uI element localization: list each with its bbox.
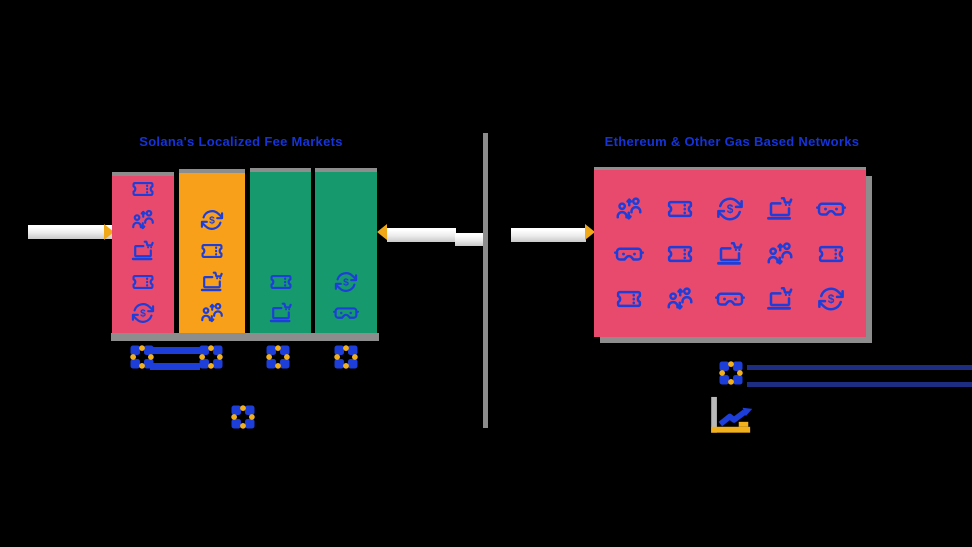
panel-divider bbox=[483, 133, 488, 428]
vr-goggles-icon bbox=[614, 239, 644, 269]
laptop-cart-icon bbox=[715, 239, 745, 269]
left-panel-title: Solana's Localized Fee Markets bbox=[139, 134, 343, 149]
vr-goggles-icon bbox=[715, 284, 745, 314]
pool-icon-grid bbox=[604, 186, 856, 321]
right-worker bbox=[716, 358, 746, 388]
pinwheel-icon bbox=[331, 342, 361, 372]
worker-connector-bar bbox=[150, 363, 200, 370]
fee-queue-2 bbox=[179, 173, 245, 333]
money-cycle-icon bbox=[715, 194, 745, 224]
global-fee-pool bbox=[594, 170, 866, 337]
worker-slot-4 bbox=[331, 342, 361, 372]
money-cycle-icon bbox=[199, 207, 225, 233]
queues-base-shadow bbox=[111, 333, 379, 341]
pinwheel-icon bbox=[228, 402, 258, 432]
chart-trend-icon bbox=[708, 396, 760, 434]
throughput-line-top bbox=[747, 365, 972, 370]
money-cycle-icon bbox=[333, 269, 359, 295]
people-swap-icon bbox=[614, 194, 644, 224]
pinwheel-icon bbox=[716, 358, 746, 388]
left-inflow-pipe bbox=[28, 225, 113, 239]
fee-queue-3 bbox=[250, 172, 311, 333]
ticket-icon bbox=[665, 194, 695, 224]
ticket-icon bbox=[816, 239, 846, 269]
people-swap-icon bbox=[199, 300, 225, 326]
fee-chart-glyph bbox=[708, 396, 760, 434]
people-swap-icon bbox=[765, 239, 795, 269]
laptop-cart-icon bbox=[268, 300, 294, 326]
people-swap-icon bbox=[130, 207, 156, 233]
ticket-icon bbox=[199, 238, 225, 264]
laptop-cart-icon bbox=[765, 284, 795, 314]
worker-slot-2 bbox=[196, 342, 226, 372]
fee-queue-4 bbox=[315, 172, 377, 333]
ticket-icon bbox=[130, 269, 156, 295]
worker-connector-bar bbox=[150, 347, 200, 354]
ticket-icon bbox=[614, 284, 644, 314]
vr-goggles-icon bbox=[816, 194, 846, 224]
ticket-icon bbox=[268, 269, 294, 295]
money-cycle-icon bbox=[816, 284, 846, 314]
pinwheel-icon bbox=[196, 342, 226, 372]
worker-slot-3 bbox=[263, 342, 293, 372]
laptop-cart-icon bbox=[765, 194, 795, 224]
throughput-line-bottom bbox=[747, 382, 972, 387]
laptop-cart-icon bbox=[199, 269, 225, 295]
vr-goggles-icon bbox=[333, 300, 359, 326]
spare-worker bbox=[228, 402, 258, 432]
left-diagram-right-pipe-step bbox=[455, 233, 484, 246]
fee-queue-1 bbox=[112, 176, 174, 333]
pinwheel-icon bbox=[263, 342, 293, 372]
people-swap-icon bbox=[665, 284, 695, 314]
right-panel-title: Ethereum & Other Gas Based Networks bbox=[604, 134, 860, 149]
laptop-cart-icon bbox=[130, 238, 156, 264]
right-inflow-pipe bbox=[511, 228, 586, 242]
right-inflow-arrow-icon bbox=[585, 224, 595, 240]
left-diagram-right-arrow-icon bbox=[377, 224, 387, 240]
left-inflow-arrow-icon bbox=[104, 224, 114, 240]
money-cycle-icon bbox=[130, 300, 156, 326]
ticket-icon bbox=[665, 239, 695, 269]
ticket-icon bbox=[130, 176, 156, 202]
left-diagram-right-pipe bbox=[387, 228, 456, 242]
